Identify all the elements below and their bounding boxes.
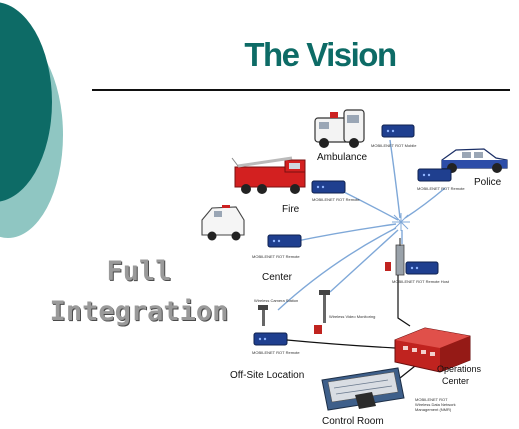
link-police <box>404 187 446 219</box>
center-label: Center <box>262 272 293 283</box>
center-device <box>267 234 302 248</box>
fire-node: MOBILENET ROT Remote Fire <box>231 156 360 215</box>
ambulance-image <box>314 109 365 148</box>
video-camera <box>319 290 330 295</box>
fire-label: Fire <box>282 204 300 215</box>
link-camera <box>277 227 397 311</box>
tower-device-label: MOBILENET ROT Remote Host <box>392 279 450 284</box>
tower-device <box>405 261 439 275</box>
link-fire <box>339 189 399 221</box>
offsite-node: MOBILENET ROT Remote Off-Site Location <box>230 332 304 381</box>
control-room-label: Control Room <box>322 416 384 427</box>
ambulance-node: MOBILENET ROT Mobile Ambulance <box>314 109 417 163</box>
police-device <box>417 168 452 182</box>
fire-truck-image <box>231 156 306 194</box>
offsite-label: Off-Site Location <box>230 370 304 381</box>
dark-teal-oval <box>0 2 52 202</box>
center-device-label: MOBILENET ROT Remote <box>252 254 300 259</box>
camera-pole <box>262 308 265 326</box>
wireless-links <box>277 139 446 311</box>
wireless-video-label: Wireless Video Monitoring <box>329 314 375 319</box>
center-vehicle-image <box>201 205 245 241</box>
side-text-line2: Integration <box>49 296 229 327</box>
control-room-device-line1: MOBILENET ROT <box>415 397 448 402</box>
ambulance-label: Ambulance <box>317 152 367 163</box>
operations-center-image <box>394 327 471 373</box>
offsite-device-label: MOBILENET ROT Remote <box>252 350 300 355</box>
ambulance-device-label: MOBILENET ROT Mobile <box>371 143 417 148</box>
operations-label-line2: Center <box>442 376 469 386</box>
center-node: MOBILENET ROT Remote Center <box>201 205 302 283</box>
operations-label-line1: Operations <box>437 364 482 374</box>
wireless-hub <box>392 213 410 231</box>
camera-head <box>258 305 268 310</box>
antenna-tower <box>385 238 405 276</box>
slide-title: The Vision <box>244 36 397 73</box>
control-room-device-line2: Wireless Data Network <box>415 402 456 407</box>
wireless-camera-label: Wireless Camera Station <box>254 298 298 303</box>
police-label: Police <box>474 177 502 188</box>
control-room-device-line3: Management (NMR) <box>415 407 452 412</box>
title-divider <box>92 89 510 91</box>
wireless-camera-node: Wireless Camera Station <box>254 298 298 326</box>
fire-device <box>311 180 346 194</box>
offsite-device <box>253 332 288 346</box>
police-car-image <box>441 148 508 173</box>
control-room-image <box>321 367 405 411</box>
side-text-line1: Full <box>106 256 172 287</box>
ambulance-device <box>381 124 415 138</box>
link-offsite-ops <box>286 339 396 349</box>
link-ambulance <box>389 139 401 219</box>
link-center <box>291 223 397 243</box>
fire-device-label: MOBILENET ROT Remote <box>312 197 360 202</box>
video-pole <box>323 293 326 323</box>
video-box <box>314 325 322 334</box>
link-video <box>329 229 399 293</box>
police-device-label: MOBILENET ROT Remote <box>417 186 465 191</box>
police-node: MOBILENET ROT Remote Police <box>417 148 508 191</box>
link-tower-ops <box>397 275 411 327</box>
wireless-video-node: Wireless Video Monitoring <box>314 290 375 334</box>
